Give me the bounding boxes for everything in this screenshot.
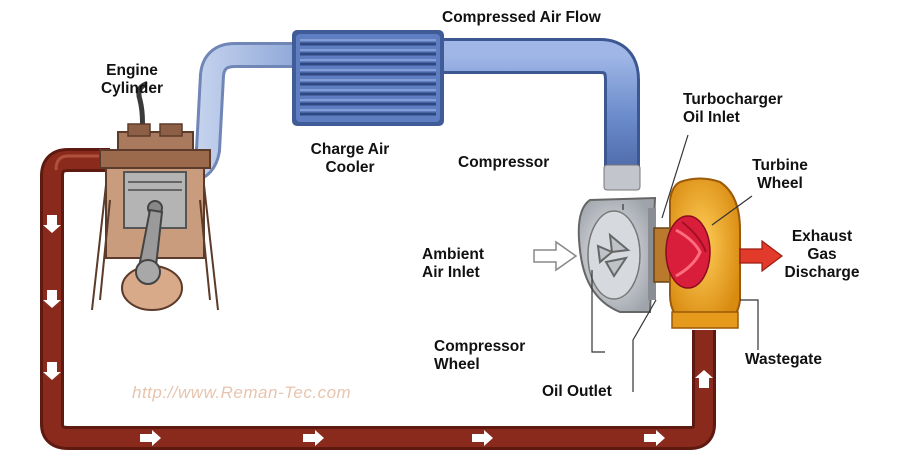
ambient-air-inlet-line2: Air Inlet xyxy=(422,264,480,281)
exhaust-discharge-arrow xyxy=(739,239,783,273)
ambient-air-arrow xyxy=(533,240,578,272)
watermark-url: http://www.Reman-Tec.com xyxy=(132,383,352,402)
compressor xyxy=(577,196,657,313)
exhaust-gas-discharge-line1: Exhaust xyxy=(791,228,853,245)
charge-air-cooler-label: Charge Air Cooler xyxy=(302,141,398,177)
charge-air-cooler-label-line1: Charge Air xyxy=(310,141,390,158)
compressor-wheel xyxy=(596,232,631,278)
engine-cylinder xyxy=(91,81,219,311)
turbocharger-oil-inlet-label: Turbocharger Oil Inlet xyxy=(683,91,783,127)
exhaust-gas-discharge-label: Exhaust Gas Discharge xyxy=(778,228,866,282)
exhaust-gas-discharge-line3: Discharge xyxy=(784,264,860,281)
oil-outlet-label: Oil Outlet xyxy=(542,383,612,400)
engine-cylinder-label: Engine Cylinder xyxy=(90,62,174,98)
ambient-air-inlet-label: Ambient Air Inlet xyxy=(422,246,484,282)
turbine-wheel-label-line1: Turbine xyxy=(752,157,808,174)
compressor-wheel-label: Compressor Wheel xyxy=(434,338,525,374)
exhaust-pipe-loop xyxy=(40,148,716,450)
turbine-wheel-label: Turbine Wheel xyxy=(740,157,820,193)
turbocharger-oil-inlet-line1: Turbocharger xyxy=(683,91,783,108)
engine-cylinder-label-line1: Engine xyxy=(106,62,158,79)
wastegate-label: Wastegate xyxy=(745,351,822,368)
down-arrow-1 xyxy=(43,215,61,233)
compressed-air-flow-label: Compressed Air Flow xyxy=(442,9,601,26)
compressed-air-pipe xyxy=(444,38,641,191)
turbine-wheel-label-line2: Wheel xyxy=(757,175,803,192)
ambient-air-inlet-line1: Ambient xyxy=(422,246,484,263)
turbine-wheel xyxy=(665,215,711,289)
down-arrow-2 xyxy=(43,290,61,308)
charge-air-cooler xyxy=(292,30,444,126)
up-arrow-1 xyxy=(695,370,713,388)
exhaust-flow-arrows xyxy=(43,215,713,446)
compressor-label: Compressor xyxy=(458,154,550,171)
down-arrow-3 xyxy=(43,362,61,380)
right-arrow-1 xyxy=(140,430,161,446)
right-arrow-3 xyxy=(472,430,493,446)
right-arrow-2 xyxy=(303,430,324,446)
compressor-wheel-line2: Wheel xyxy=(434,356,480,373)
engine-cylinder-label-line2: Cylinder xyxy=(100,80,163,97)
leader-lines xyxy=(591,134,759,392)
compressor-wheel-line1: Compressor xyxy=(434,338,526,355)
turbine-housing xyxy=(665,177,741,329)
turbocharger-oil-inlet-line2: Oil Inlet xyxy=(683,109,740,126)
charge-air-cooler-label-line2: Cooler xyxy=(325,159,375,176)
right-arrow-4 xyxy=(644,430,665,446)
exhaust-gas-discharge-line2: Gas xyxy=(807,246,837,263)
